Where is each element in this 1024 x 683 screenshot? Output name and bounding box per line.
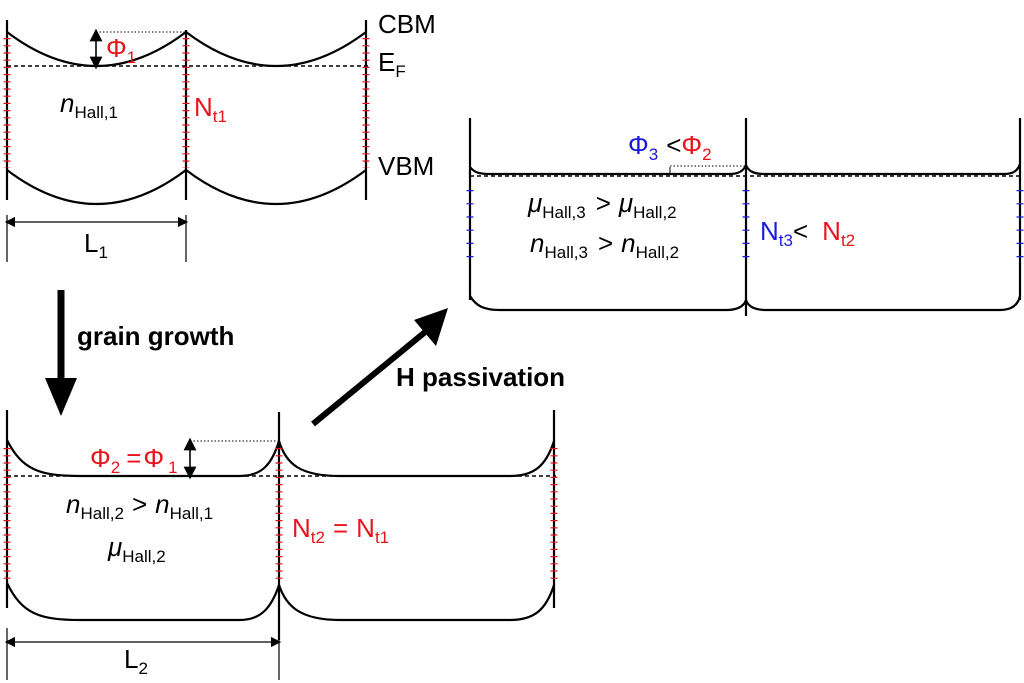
barrier-comparison-label: Φ3<Φ2: [628, 130, 712, 164]
h-passivation-label: H passivation: [396, 362, 565, 392]
conduction-band-curve: [6, 437, 556, 478]
conduction-band-curve: [469, 162, 1022, 176]
panel-1-small-grains: Φ1 nHall,1 Nt1 CBM EF VBM L1: [3, 9, 436, 262]
trap-density-equality-label: Nt2=Nt1: [292, 513, 389, 547]
grain-size-label-1: L1: [84, 228, 108, 262]
h-passivation-arrow-head: [414, 308, 448, 346]
grain-size-label-2: L2: [124, 644, 148, 678]
mobility-comparison-3: μHall,3>μHall,2: [527, 188, 677, 222]
h-passivation-transition: H passivation: [311, 308, 565, 427]
panel-3-passivated-grains: Φ3<Φ2 μHall,3>μHall,2 nHall,3>nHall,2 Nt…: [466, 118, 1024, 316]
mobility-label-2: μHall,2: [107, 532, 166, 566]
trap-density-comparison-label: Nt3<Nt2: [760, 216, 855, 250]
conduction-band-curve: [6, 30, 367, 67]
fermi-level-label: EF: [378, 47, 406, 81]
barrier-height-label-1: Φ1: [106, 33, 136, 67]
valence-band-curve: [6, 581, 556, 622]
carrier-density-comparison-2: nHall,2>nHall,1: [66, 489, 213, 523]
valence-band-curve: [6, 168, 367, 205]
trap-density-label-1: Nt1: [194, 92, 227, 126]
grain-growth-arrow-head: [45, 378, 77, 416]
h-passivation-arrow-shaft: [311, 325, 432, 427]
carrier-density-label-1: nHall,1: [60, 88, 118, 122]
valence-band-curve: [469, 295, 1022, 312]
grain-growth-transition: grain growth: [45, 290, 234, 416]
vbm-label: VBM: [378, 151, 434, 181]
grain-growth-label: grain growth: [77, 321, 234, 351]
cbm-label: CBM: [378, 9, 436, 39]
carrier-density-comparison-3: nHall,3>nHall,2: [530, 228, 679, 262]
